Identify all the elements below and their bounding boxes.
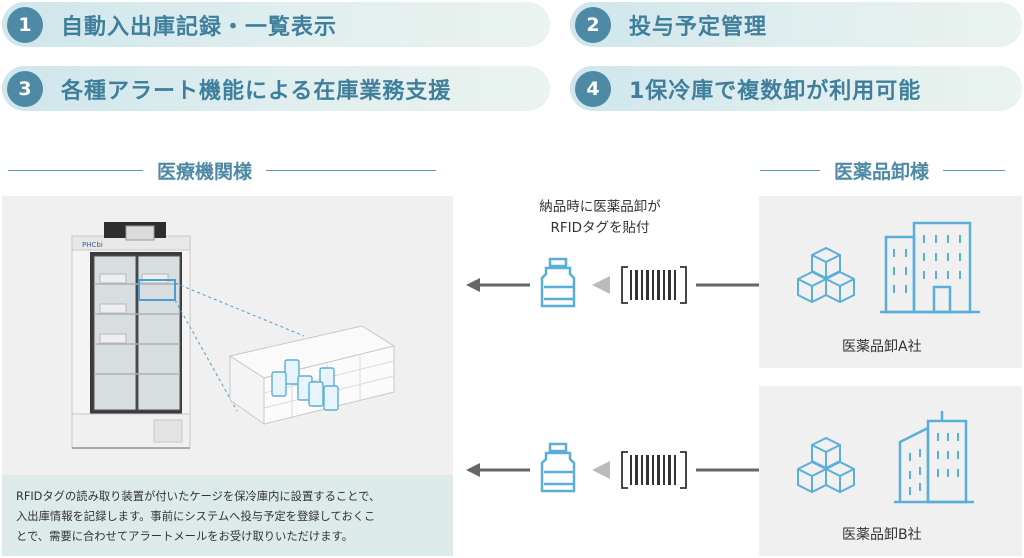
feature-number: 2 bbox=[575, 6, 611, 43]
vial-icon bbox=[540, 442, 576, 493]
flow-note-line: 納品時に医薬品卸が bbox=[539, 199, 661, 215]
fridge-brand-logo: PHCbi bbox=[82, 241, 103, 249]
wholesaler-title-text: 医薬品卸様 bbox=[834, 161, 930, 183]
wholesaler-section-title: 医薬品卸様 bbox=[760, 157, 1006, 184]
fridge-illustration: PHCbi bbox=[71, 222, 396, 449]
description-line: RFIDタグの読み取り装置が付いたケージを保冷庫内に設置することで、 bbox=[16, 490, 381, 503]
triangle-icon bbox=[592, 276, 610, 294]
building-icon bbox=[894, 411, 974, 504]
feature-label: 1保冷庫で複数卸が利用可能 bbox=[629, 78, 922, 104]
feature-number: 1 bbox=[7, 6, 43, 43]
system-description: RFIDタグの読み取り装置が付いたケージを保冷庫内に設置することで、 入出庫情報… bbox=[2, 475, 453, 556]
feature-3: 3 各種アラート機能による在庫業務支援 bbox=[2, 66, 550, 111]
building-icon bbox=[880, 221, 980, 314]
vial-icon bbox=[540, 257, 576, 308]
feature-4: 4 1保冷庫で複数卸が利用可能 bbox=[570, 66, 1022, 111]
flow-row-b bbox=[466, 442, 778, 493]
description-line: とで、需要に合わせてアラートメールをお受け取りいただけます。 bbox=[16, 530, 353, 543]
feature-label: 各種アラート機能による在庫業務支援 bbox=[61, 78, 452, 104]
feature-label: 投与予定管理 bbox=[629, 14, 768, 40]
rfid-tag-icon bbox=[621, 266, 687, 304]
flow-note: 納品時に医薬品卸が RFIDタグを貼付 bbox=[490, 197, 710, 239]
triangle-icon bbox=[592, 461, 610, 479]
company-b-label: 医薬品卸B社 bbox=[842, 527, 922, 543]
flow-row-a bbox=[466, 257, 778, 308]
hospital-section-title: 医療機関様 bbox=[8, 157, 437, 184]
description-line: 入出庫情報を記録します。事前にシステムへ投与予定を登録しておくこ bbox=[16, 510, 376, 523]
left-arrow-icon bbox=[466, 278, 530, 292]
boxes-icon bbox=[797, 246, 855, 304]
company-a-icons bbox=[797, 221, 980, 314]
feature-number: 4 bbox=[575, 70, 611, 107]
feature-number: 3 bbox=[7, 70, 43, 107]
left-arrow-icon bbox=[466, 463, 530, 477]
barcode-icon bbox=[630, 455, 676, 485]
feature-2: 2 投与予定管理 bbox=[570, 2, 1022, 47]
feature-1: 1 自動入出庫記録・一覧表示 bbox=[2, 2, 550, 47]
barcode-icon bbox=[630, 270, 676, 300]
feature-label: 自動入出庫記録・一覧表示 bbox=[61, 14, 338, 40]
flow-note-line: RFIDタグを貼付 bbox=[550, 220, 650, 236]
rfid-tag-icon bbox=[621, 451, 687, 489]
boxes-icon bbox=[797, 436, 855, 494]
rfid-cage-illustration bbox=[228, 325, 396, 425]
company-b-icons bbox=[797, 411, 974, 504]
company-a-label: 医薬品卸A社 bbox=[842, 339, 922, 355]
hospital-title-text: 医療機関様 bbox=[157, 161, 253, 183]
